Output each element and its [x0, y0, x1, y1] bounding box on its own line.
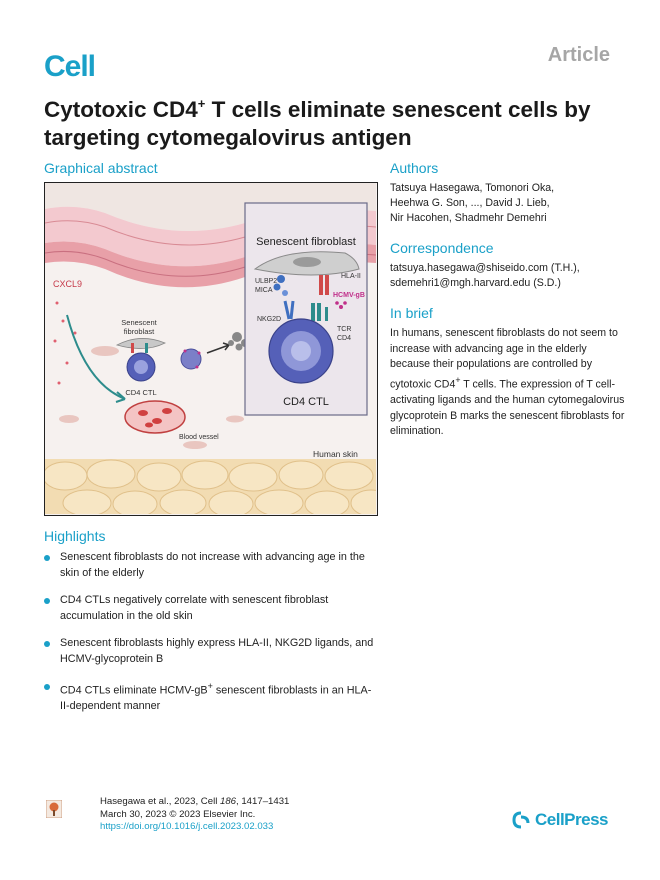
red-blood-cells	[138, 408, 172, 428]
cd4-label: CD4	[337, 335, 351, 342]
cellpress-logo: CellPress	[511, 810, 609, 830]
blood-vessel	[124, 400, 186, 434]
target-cell	[180, 348, 202, 370]
dermis-fibers	[59, 346, 244, 449]
article-type-label: Article	[547, 44, 610, 66]
hla-ii-molecules	[319, 275, 329, 295]
blood-vessel-label: Blood vessel	[179, 434, 219, 441]
highlight-item: CD4 CTLs eliminate HCMV-gB+ senescent fi…	[44, 679, 379, 715]
citation-line-2: March 30, 2023 © 2023 Elsevier Inc.	[100, 808, 256, 820]
citation-block: Hasegawa et al., 2023, Cell 186, 1417–14…	[100, 796, 289, 834]
highlight-item: Senescent fibroblasts do not increase wi…	[44, 550, 379, 581]
senescent-fibroblast-large-label: Senescent fibroblast	[256, 236, 356, 248]
cellpress-wordmark: CellPress	[535, 810, 609, 829]
tcr-cd4-receptors	[311, 303, 328, 321]
migration-arrow	[66, 314, 126, 400]
in-brief-heading: In brief	[390, 305, 433, 321]
in-brief-text-part-1: In humans, senescent fibroblasts do not …	[390, 327, 618, 391]
migration-arrowhead	[115, 391, 126, 403]
in-brief-block: In brief In humans, senescent fibroblast…	[390, 305, 626, 440]
authors-line: Heehwa G. Son, ..., David J. Lieb,	[390, 197, 550, 209]
highlights-heading: Highlights	[44, 528, 106, 544]
hcmv-gb-peptides	[335, 301, 347, 309]
journal-logo: Cell	[44, 50, 96, 83]
in-brief-text-part-2: T cells. The expression of T cell-activa…	[390, 378, 625, 438]
correspondence-email-2[interactable]: sdemehri1@mgh.harvard.edu (S.D.)	[390, 277, 561, 289]
correspondence-heading: Correspondence	[390, 240, 494, 256]
graphical-abstract-figure: CXCL9 Senescent fibroblast CD4 CTL	[44, 182, 378, 516]
cd4-ctl-large-label: CD4 CTL	[283, 396, 329, 408]
citation-pages: , 1417–1431	[236, 796, 290, 807]
small-receptors	[131, 343, 148, 353]
senescent-fibroblast-small-cell	[115, 338, 166, 349]
kill-arrow	[206, 344, 230, 354]
nkg2d-receptors	[283, 300, 295, 320]
cd4-ctl-small-label: CD4 CTL	[125, 388, 156, 397]
highlights-list: Senescent fibroblasts do not increase wi…	[44, 550, 379, 727]
kill-arrowhead	[222, 342, 230, 351]
highlight-item: Senescent fibroblasts highly express HLA…	[44, 636, 379, 667]
correspondence-block: Correspondence tatsuya.hasegawa@shiseido…	[390, 240, 626, 291]
ulbp2-label: ULBP2	[255, 278, 277, 285]
hcmv-gb-label: HCMV-gB	[333, 292, 365, 299]
fat-cells	[45, 459, 376, 514]
fibroblast-nucleus	[293, 257, 321, 267]
highlight-text-part-1: CD4 CTLs eliminate HCMV-gB	[60, 684, 208, 697]
cd4-ctl-large-inner	[291, 341, 311, 361]
cellpress-mark-icon	[512, 811, 530, 829]
nkg2d-ligands	[273, 275, 288, 296]
highlight-item: CD4 CTLs negatively correlate with senes…	[44, 593, 379, 624]
granzyme-dots	[183, 349, 201, 369]
right-column: Authors Tatsuya Hasegawa, Tomonori Oka, …	[390, 160, 626, 454]
highlight-text-part-2: senescent fibroblasts in an HLA-II-depen…	[60, 684, 372, 713]
hla-ii-label: HLA-II	[341, 273, 361, 280]
authors-heading: Authors	[390, 160, 439, 176]
in-brief-superscript: +	[455, 374, 461, 385]
article-title: Cytotoxic CD4+ T cells eliminate senesce…	[44, 96, 624, 152]
cxcl9-chemokines	[53, 301, 77, 385]
mica-label: MICA	[255, 287, 273, 294]
authors-block: Authors Tatsuya Hasegawa, Tomonori Oka, …	[390, 160, 626, 226]
citation-line-1: Hasegawa et al., 2023, Cell 186, 1417–14…	[100, 796, 289, 809]
title-part-1: Cytotoxic CD4	[44, 97, 198, 122]
nkg2d-label: NKG2D	[257, 316, 281, 323]
tcr-label: TCR	[337, 326, 351, 333]
cxcl9-label: CXCL9	[53, 279, 82, 289]
senescent-fibroblast-small-label: fibroblast	[124, 327, 155, 336]
citation-volume: 186	[220, 796, 237, 807]
human-skin-label: Human skin	[313, 449, 358, 459]
doi-link[interactable]: https://doi.org/10.1016/j.cell.2023.02.0…	[100, 821, 274, 832]
title-part-2: T cells eliminate senescent cells by tar…	[44, 97, 591, 150]
cd4-ctl-small-nucleus	[134, 360, 148, 374]
graphical-abstract-heading: Graphical abstract	[44, 160, 158, 176]
highlight-superscript: +	[207, 681, 213, 691]
stratum-corneum	[45, 183, 376, 231]
correspondence-email-1[interactable]: tatsuya.hasegawa@shiseido.com (T.H.),	[390, 262, 580, 274]
in-brief-text: In humans, senescent fibroblasts do not …	[390, 326, 626, 440]
graphical-abstract-illustration: CXCL9 Senescent fibroblast CD4 CTL	[45, 183, 376, 514]
citation-authors: Hasegawa et al., 2023, Cell	[100, 796, 220, 807]
elsevier-tree-icon	[46, 800, 62, 818]
title-superscript: +	[197, 96, 206, 111]
authors-line: Tatsuya Hasegawa, Tomonori Oka,	[390, 182, 555, 194]
authors-line: Nir Hacohen, Shadmehr Demehri	[390, 212, 547, 224]
senescent-fibroblast-small-label: Senescent	[121, 318, 157, 327]
